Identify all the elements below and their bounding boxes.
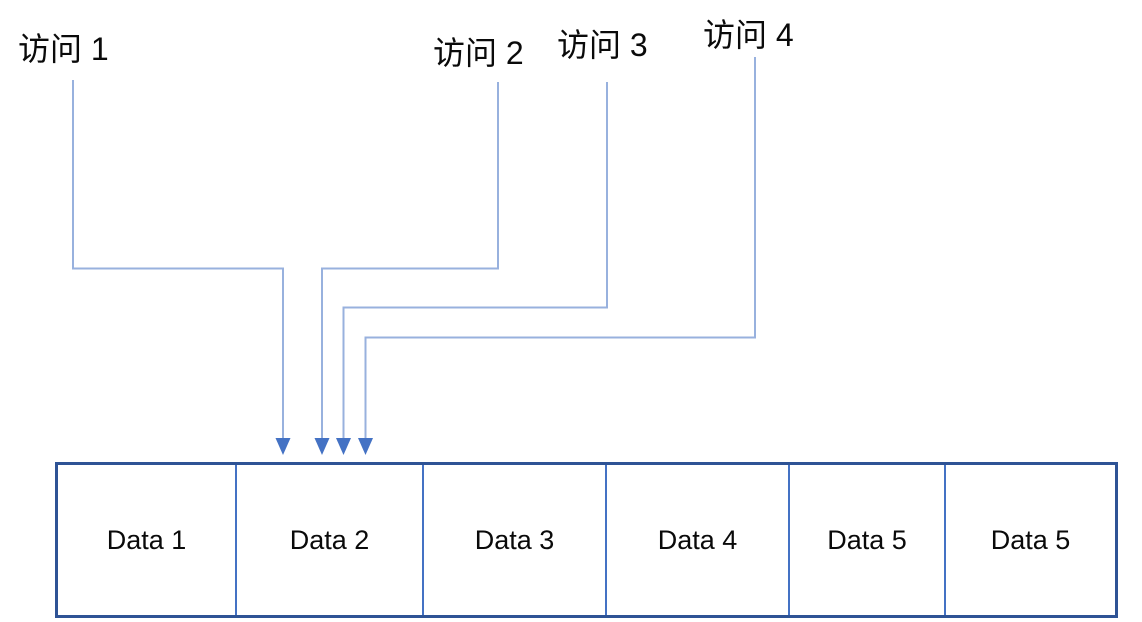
elbow-line-access-3 bbox=[342, 82, 608, 439]
data-cell-4: Data 4 bbox=[607, 465, 790, 615]
arrow-down-icon bbox=[336, 438, 351, 455]
data-cell-6: Data 5 bbox=[946, 465, 1115, 615]
data-cell-label: Data 1 bbox=[106, 524, 187, 555]
connector-access-1 bbox=[72, 80, 291, 455]
access-label-4: 访问 4 bbox=[703, 17, 794, 53]
data-cell-label: Data 5 bbox=[827, 524, 907, 555]
data-cell-1: Data 1 bbox=[58, 465, 237, 615]
arrow-down-icon bbox=[275, 438, 291, 455]
access-label-2: 访问 2 bbox=[433, 35, 524, 71]
data-cell-label: Data 4 bbox=[657, 524, 738, 555]
connector-access-2 bbox=[314, 82, 499, 455]
elbow-line-access-1 bbox=[72, 80, 284, 439]
access-label-3: 访问 3 bbox=[557, 27, 648, 63]
arrow-down-icon bbox=[358, 438, 373, 455]
elbow-line-access-4 bbox=[364, 57, 756, 439]
connector-access-3 bbox=[336, 82, 608, 455]
connector-access-4 bbox=[358, 57, 756, 455]
data-cell-label: Data 3 bbox=[474, 524, 555, 555]
data-cell-5: Data 5 bbox=[790, 465, 946, 615]
access-label-1: 访问 1 bbox=[18, 31, 109, 67]
data-array-box: Data 1 Data 2 Data 3 Data 4 Data 5 Data … bbox=[55, 462, 1118, 618]
data-cell-3: Data 3 bbox=[424, 465, 607, 615]
arrow-down-icon bbox=[314, 438, 330, 455]
elbow-line-access-2 bbox=[321, 82, 499, 439]
data-cell-2: Data 2 bbox=[237, 465, 424, 615]
data-cell-label: Data 5 bbox=[990, 524, 1071, 555]
data-cell-label: Data 2 bbox=[289, 524, 370, 555]
